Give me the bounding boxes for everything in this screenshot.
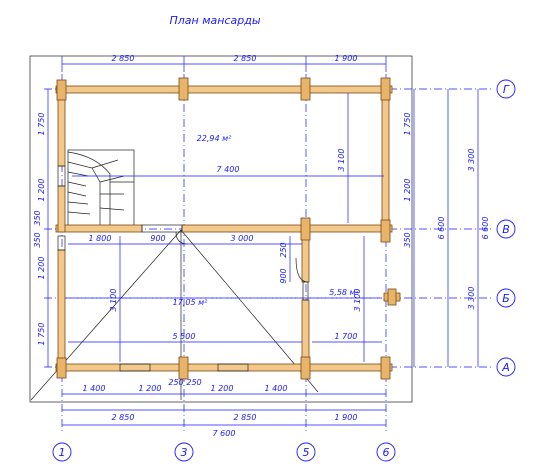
staircase xyxy=(67,149,135,227)
dim-inner-7400: 7 400 xyxy=(217,165,240,174)
dim-right-span-2: 3 300 xyxy=(467,287,476,310)
dim-inner-900: 900 xyxy=(150,234,165,243)
axis-label-1: 1 xyxy=(59,446,66,459)
axis-markers xyxy=(52,79,516,462)
dim-left-5: 1 200 xyxy=(37,257,46,280)
room-area-small: 5,58 м² xyxy=(329,288,359,297)
axis-label-6: 6 xyxy=(383,446,390,459)
dim-right-span-1: 3 300 xyxy=(467,149,476,172)
dim-bot-open-3: 250 xyxy=(168,378,183,387)
dim-bot-open-2: 1 200 xyxy=(139,384,162,393)
dim-bot-open-6: 1 400 xyxy=(265,384,288,393)
dim-inner-1700: 1 700 xyxy=(335,332,358,341)
dim-inner-3100-right: 3 100 xyxy=(353,289,362,312)
dim-bot-3: 1 900 xyxy=(335,413,358,422)
dim-left-2: 1 200 xyxy=(37,179,46,202)
dim-left-4: 350 xyxy=(33,232,42,247)
dim-bot-open-5: 1 200 xyxy=(211,384,234,393)
dim-inner-3100-lower: 3 100 xyxy=(109,289,118,312)
axis-label-v: В xyxy=(502,223,510,236)
dim-inner-1800: 1 800 xyxy=(89,234,112,243)
dim-inner-3000: 3 000 xyxy=(231,234,254,243)
plan-title: План мансарды xyxy=(169,14,260,27)
dim-left-6: 1 750 xyxy=(37,323,46,346)
dim-left-1: 1 750 xyxy=(37,113,46,136)
dim-inner-3100-upper: 3 100 xyxy=(337,149,346,172)
dim-inner-900v: 900 xyxy=(279,268,288,283)
dimension-lines xyxy=(47,56,479,426)
dim-top-1: 2 850 xyxy=(112,54,135,63)
dim-right-total-a: 6 600 xyxy=(437,217,446,240)
dim-bot-2: 2 850 xyxy=(234,413,257,422)
axis-lines xyxy=(44,74,494,432)
dim-bot-total: 7 600 xyxy=(213,429,236,438)
dim-right-3: 350 xyxy=(403,232,412,247)
dim-inner-250: 250 xyxy=(279,242,288,257)
dim-right-1: 1 750 xyxy=(403,113,412,136)
dim-bot-1: 2 850 xyxy=(112,413,135,422)
axis-label-5: 5 xyxy=(303,446,310,459)
roof-lines xyxy=(30,229,319,401)
dim-right-total-b: 6 600 xyxy=(481,217,490,240)
axis-label-a: А xyxy=(501,361,510,374)
axis-label-b: Б xyxy=(502,292,510,305)
dim-bot-open-1: 1 400 xyxy=(83,384,106,393)
log-walls xyxy=(55,85,393,372)
door-arc-2 xyxy=(295,257,309,283)
posts xyxy=(56,77,401,380)
axis-label-3: 3 xyxy=(181,446,188,459)
room-area-medium: 17,05 м² xyxy=(173,298,208,307)
dim-top-3: 1 900 xyxy=(335,54,358,63)
windows xyxy=(57,165,309,372)
room-area-large: 22,94 м² xyxy=(197,134,232,143)
dim-right-2: 1 200 xyxy=(403,179,412,202)
dim-top-2: 2 850 xyxy=(234,54,257,63)
dim-bot-open-4: 250 xyxy=(186,378,201,387)
dim-left-3: 350 xyxy=(33,210,42,225)
axis-label-g: Г xyxy=(503,83,510,96)
dim-inner-5500: 5 500 xyxy=(173,332,196,341)
